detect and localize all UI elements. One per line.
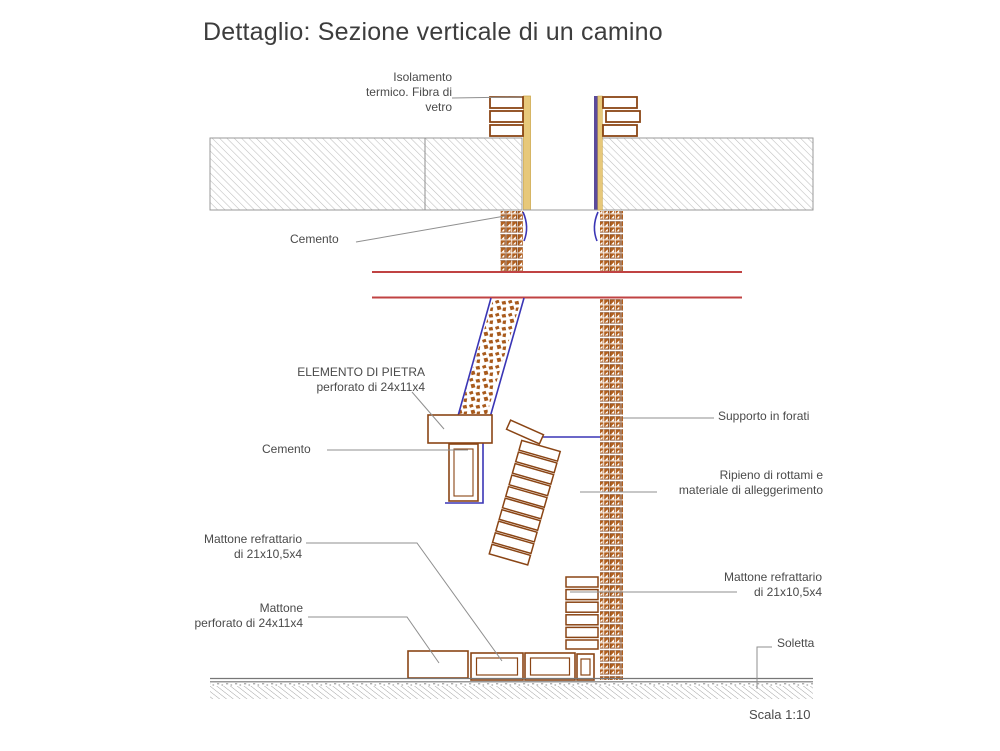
stone-element xyxy=(427,414,493,444)
insulation-strips xyxy=(523,95,603,211)
perforated-columns xyxy=(500,211,623,680)
drawing-title: Dettaglio: Sezione verticale di un camin… xyxy=(203,18,663,46)
label-cement-top: Cemento xyxy=(290,232,339,246)
transition-brick xyxy=(505,419,545,445)
top-bricks xyxy=(489,96,641,137)
ground xyxy=(210,677,813,699)
label-firebrick-right: Mattone refrattario di 21x10,5x4 xyxy=(723,570,822,599)
label-filling: Ripieno di rottami e materiale di allegg… xyxy=(678,468,823,497)
label-insulation: Isolamento termico. Fibra di vetro xyxy=(365,70,452,114)
firebrick-stack xyxy=(565,576,599,650)
firebrick-ladder xyxy=(488,439,562,566)
ceiling-slab xyxy=(209,137,814,211)
sloped-duct xyxy=(445,297,525,504)
label-stone-element: ELEMENTO DI PIETRA perforato di 24x11x4 xyxy=(297,365,425,394)
label-support: Supporto in forati xyxy=(718,409,810,423)
base-bricks xyxy=(407,650,595,681)
scale-note: Scala 1:10 xyxy=(749,707,811,722)
label-firebrick-left: Mattone refrattario di 21x10,5x4 xyxy=(203,532,302,561)
label-soletta: Soletta xyxy=(777,636,815,650)
label-brick-perforated: Mattone perforato di 24x11x4 xyxy=(194,601,303,630)
section-break-lines xyxy=(372,271,742,299)
label-cement-mid: Cemento xyxy=(262,442,311,456)
cement-block xyxy=(448,443,479,502)
flue-liner-curves xyxy=(522,211,599,242)
leader-lines xyxy=(306,96,772,689)
